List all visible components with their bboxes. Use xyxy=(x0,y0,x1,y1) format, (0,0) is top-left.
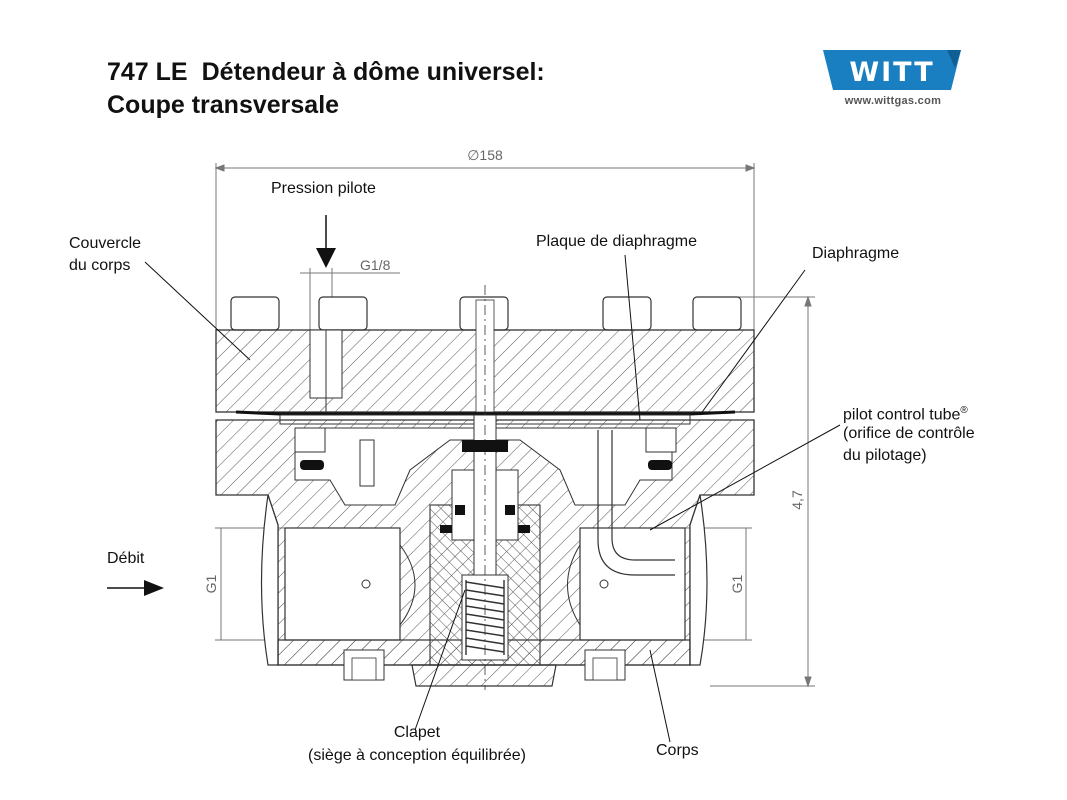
label-clapet-2: (siège à conception équilibrée) xyxy=(308,747,526,764)
label-pression-pilote: Pression pilote xyxy=(271,180,376,197)
label-debit: Débit xyxy=(107,550,145,567)
g1-right-label: G1 xyxy=(729,574,745,593)
g1-left-label: G1 xyxy=(203,574,219,593)
logo-url: www.wittgas.com xyxy=(844,95,942,107)
label-couvercle-1: Couvercle xyxy=(69,235,142,252)
label-pilot-control-tube: pilot control tube® xyxy=(843,400,968,425)
leader-lines xyxy=(144,254,841,743)
valve-spring xyxy=(465,580,505,655)
valve-assembly xyxy=(429,285,541,690)
cover-body xyxy=(215,299,755,413)
label-pilot-reg: ® xyxy=(960,405,968,416)
pilot-control-tube xyxy=(597,430,675,576)
model-code: 747 LE xyxy=(107,58,188,86)
label-couvercle-2: du corps xyxy=(69,257,131,274)
g18-label: G1/8 xyxy=(360,257,391,273)
label-pilot-1: pilot control tube xyxy=(843,406,961,424)
label-plaque-diaphragme: Plaque de diaphragme xyxy=(536,233,698,250)
diameter-dimension xyxy=(214,163,756,330)
label-clapet-1: Clapet xyxy=(393,724,441,741)
height-dimension xyxy=(710,295,815,688)
flow-arrow xyxy=(107,580,164,596)
label-diaphragme: Diaphragme xyxy=(812,245,900,262)
witt-logo-badge: WITT xyxy=(823,50,961,90)
witt-logo-text: WITT xyxy=(849,57,934,88)
label-pilot-3: du pilotage) xyxy=(843,447,927,464)
title-line-1: Détendeur à dôme universel: xyxy=(201,58,545,86)
body-sides xyxy=(260,494,708,666)
label-pilot-2: (orifice de contrôle xyxy=(843,425,975,442)
title-line-2: Coupe transversale xyxy=(107,91,340,119)
height-label: 4,7 xyxy=(789,490,805,510)
pilot-pressure-arrow xyxy=(316,215,336,268)
label-corps: Corps xyxy=(656,742,699,759)
seal-rings xyxy=(294,427,677,487)
diameter-label: ∅158 xyxy=(467,147,503,163)
witt-logo: WITT www.wittgas.com xyxy=(823,48,961,110)
page-title: 747 LE Détendeur à dôme universel: Coupe … xyxy=(107,56,545,122)
